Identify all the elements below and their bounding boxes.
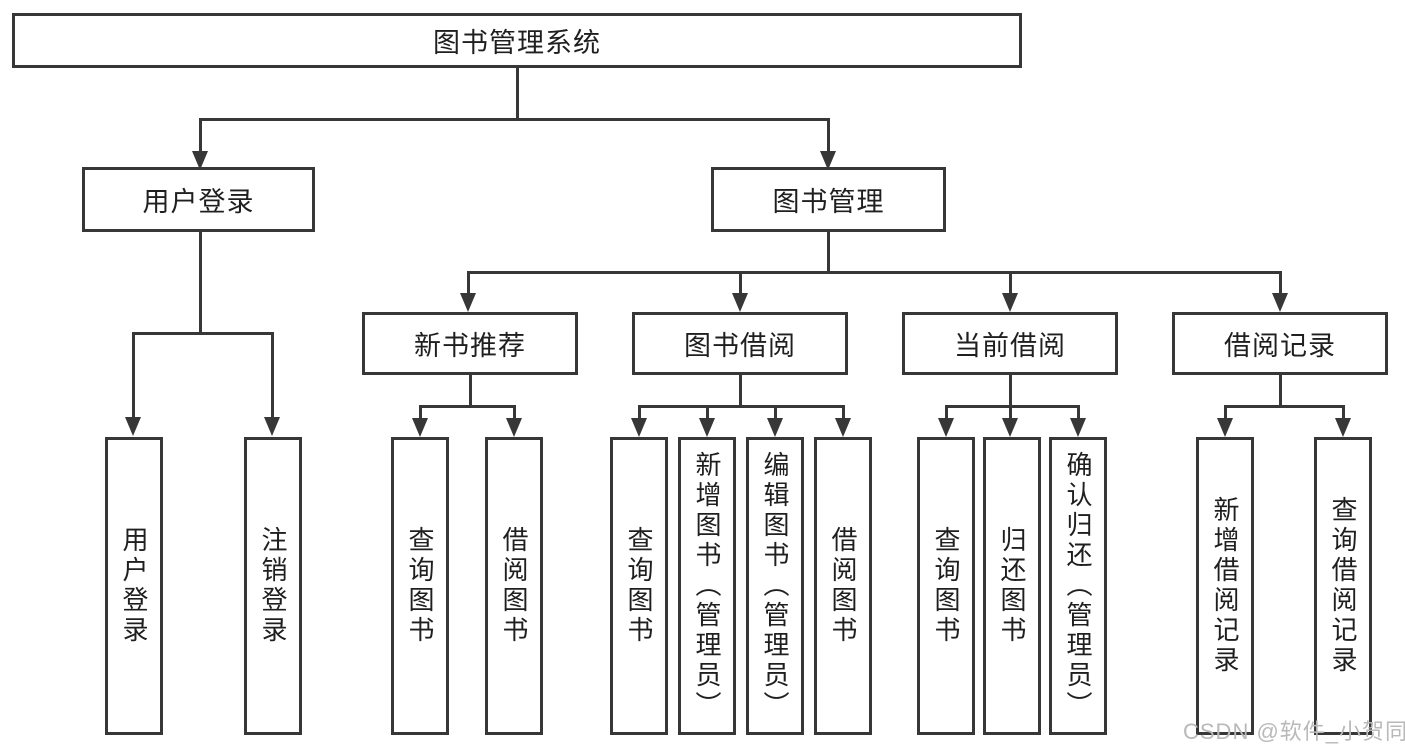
connector-to-book-borrowing <box>738 270 742 295</box>
leaf-return-books: 归还图书 <box>983 437 1041 735</box>
connector-leaf <box>1008 404 1012 419</box>
leaf-query-books-borrowing: 查询图书 <box>610 437 668 735</box>
arrow-down-icon <box>938 418 954 437</box>
connector-to-user-login <box>198 117 202 152</box>
arrow-down-icon <box>1335 418 1351 437</box>
leaf-add-books-admin: 新增图书（管理员） <box>678 437 736 735</box>
node-library-management-system: 图书管理系统 <box>12 13 1022 68</box>
leaf-logout: 注销登录 <box>244 437 302 735</box>
arrow-down-icon <box>1002 293 1018 312</box>
node-book-management: 图书管理 <box>711 167 946 232</box>
arrow-down-icon <box>767 418 783 437</box>
arrow-down-icon <box>460 293 476 312</box>
node-new-book-recommendation: 新书推荐 <box>362 312 578 375</box>
connector-root-stem <box>515 68 519 120</box>
arrow-down-icon <box>1272 293 1288 312</box>
connector-book-borrowing-stem <box>738 375 742 407</box>
arrow-down-icon <box>1002 418 1018 437</box>
connector-to-new-book-recommendation <box>466 270 470 295</box>
connector-root-branch <box>198 117 830 121</box>
arrow-down-icon <box>192 151 208 170</box>
node-user-login: 用户登录 <box>82 167 315 232</box>
csdn-watermark: CSDN @软件_小贺同学 <box>1183 719 1405 744</box>
leaf-query-borrow-record: 查询借阅记录 <box>1314 437 1372 735</box>
connector-leaf <box>705 404 709 419</box>
leaf-borrow-books-borrowing: 借阅图书 <box>814 437 872 735</box>
connector-leaf <box>637 404 641 419</box>
leaf-confirm-return-admin: 确认归还（管理员） <box>1049 437 1107 735</box>
connector-leaf <box>773 404 777 419</box>
connector-leaf <box>1341 404 1345 419</box>
arrow-down-icon <box>835 418 851 437</box>
leaf-query-books-current: 查询图书 <box>917 437 975 735</box>
arrow-down-icon <box>631 418 647 437</box>
connector-to-leaf-logout <box>270 331 274 418</box>
arrow-down-icon <box>699 418 715 437</box>
connector-to-borrowing-records <box>1278 270 1282 295</box>
arrow-down-icon <box>506 418 522 437</box>
node-current-borrowing: 当前借阅 <box>902 312 1118 375</box>
arrow-down-icon <box>1217 418 1233 437</box>
connector-leaf <box>944 404 948 419</box>
connector-current-borrowing-stem <box>1008 375 1012 407</box>
connector-leaf <box>841 404 845 419</box>
arrow-down-icon <box>732 293 748 312</box>
arrow-down-icon <box>820 151 836 170</box>
node-borrowing-records: 借阅记录 <box>1172 312 1388 375</box>
connector-user-login-stem <box>198 232 202 334</box>
connector-leaf <box>1076 404 1080 419</box>
connector-to-current-borrowing <box>1008 270 1012 295</box>
connector-borrowing-records-stem <box>1278 375 1282 407</box>
connector-user-login-branch <box>131 331 274 335</box>
arrow-down-icon <box>125 417 141 436</box>
connector-leaf <box>1223 404 1227 419</box>
arrow-down-icon <box>412 418 428 437</box>
arrow-down-icon <box>1070 418 1086 437</box>
connector-book-borrowing-branch <box>637 404 845 408</box>
connector-leaf <box>512 404 516 419</box>
arrow-down-icon <box>264 417 280 436</box>
leaf-edit-books-admin: 编辑图书（管理员） <box>746 437 804 735</box>
leaf-user-login: 用户登录 <box>105 437 163 735</box>
connector-borrowing-records-branch <box>1223 404 1345 408</box>
connector-new-book-branch <box>418 404 516 408</box>
connector-book-management-stem <box>826 232 830 273</box>
node-book-borrowing: 图书借阅 <box>632 312 848 375</box>
leaf-add-borrow-record: 新增借阅记录 <box>1196 437 1254 735</box>
connector-new-book-stem <box>468 375 472 407</box>
connector-to-book-management <box>826 117 830 152</box>
connector-leaf <box>418 404 422 419</box>
leaf-borrow-books-recommend: 借阅图书 <box>485 437 543 735</box>
connector-book-management-branch <box>466 270 1282 274</box>
connector-current-borrowing-branch <box>944 404 1080 408</box>
leaf-query-books-recommend: 查询图书 <box>391 437 449 735</box>
connector-to-leaf-user-login <box>131 331 135 418</box>
